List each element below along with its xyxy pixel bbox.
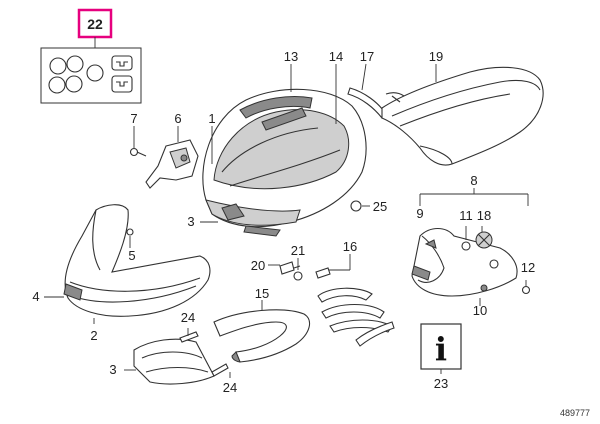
part-5-screw[interactable] xyxy=(126,228,134,248)
callout-6[interactable]: 6 xyxy=(174,111,181,126)
part-25-cap[interactable] xyxy=(350,200,370,212)
callout-11[interactable]: 11 xyxy=(459,208,473,223)
callout-25[interactable]: 25 xyxy=(373,199,387,214)
part-19-neck-roll[interactable] xyxy=(381,66,544,166)
part-12-nut[interactable] xyxy=(521,280,531,295)
part-6-mechanism[interactable] xyxy=(145,126,199,189)
callout-17[interactable]: 17 xyxy=(360,49,374,64)
part-16-strap-set[interactable] xyxy=(315,254,395,347)
part-15-ring-pad[interactable] xyxy=(213,300,311,363)
callout-7[interactable]: 7 xyxy=(130,111,137,126)
leader-lines xyxy=(44,63,481,378)
part-23-info-notice[interactable] xyxy=(420,323,462,374)
callout-3-lower[interactable]: 3 xyxy=(109,362,116,377)
info-icon: i xyxy=(435,330,447,368)
part-22-pad-kit[interactable] xyxy=(40,8,142,104)
callout-24-upper[interactable]: 24 xyxy=(181,310,195,325)
part-3-liner-lower[interactable] xyxy=(133,338,215,385)
callout-23[interactable]: 23 xyxy=(434,376,448,391)
callout-5[interactable]: 5 xyxy=(128,248,135,263)
callout-13[interactable]: 13 xyxy=(284,49,298,64)
callout-15[interactable]: 15 xyxy=(255,286,269,301)
callout-16[interactable]: 16 xyxy=(343,239,357,254)
callout-10[interactable]: 10 xyxy=(473,303,487,318)
callout-8[interactable]: 8 xyxy=(470,173,477,188)
part-1-helmet-shell[interactable] xyxy=(202,88,367,237)
part-20-21-fasteners[interactable] xyxy=(279,258,303,281)
part-18-grommet[interactable] xyxy=(475,226,493,249)
callout-18[interactable]: 18 xyxy=(477,208,491,223)
part-11-screw[interactable] xyxy=(461,226,471,251)
callout-2[interactable]: 2 xyxy=(90,328,97,343)
callout-9[interactable]: 9 xyxy=(416,206,423,221)
callout-22[interactable]: 22 xyxy=(87,16,103,32)
callout-24-lower[interactable]: 24 xyxy=(223,380,237,395)
part-24-screws[interactable] xyxy=(179,331,229,377)
callout-12[interactable]: 12 xyxy=(521,260,535,275)
part-7-screw[interactable] xyxy=(129,126,147,157)
callout-19[interactable]: 19 xyxy=(429,49,443,64)
callout-21[interactable]: 21 xyxy=(291,243,305,258)
diagram-id: 489777 xyxy=(560,408,590,418)
callout-4[interactable]: 4 xyxy=(32,289,39,304)
part-2-chin-curtain[interactable] xyxy=(63,204,211,317)
callout-14[interactable]: 14 xyxy=(329,49,343,64)
part-8-side-plate-assembly[interactable] xyxy=(411,188,529,297)
callout-20[interactable]: 20 xyxy=(251,258,265,273)
callout-3-upper[interactable]: 3 xyxy=(187,214,194,229)
callout-1[interactable]: 1 xyxy=(208,111,215,126)
